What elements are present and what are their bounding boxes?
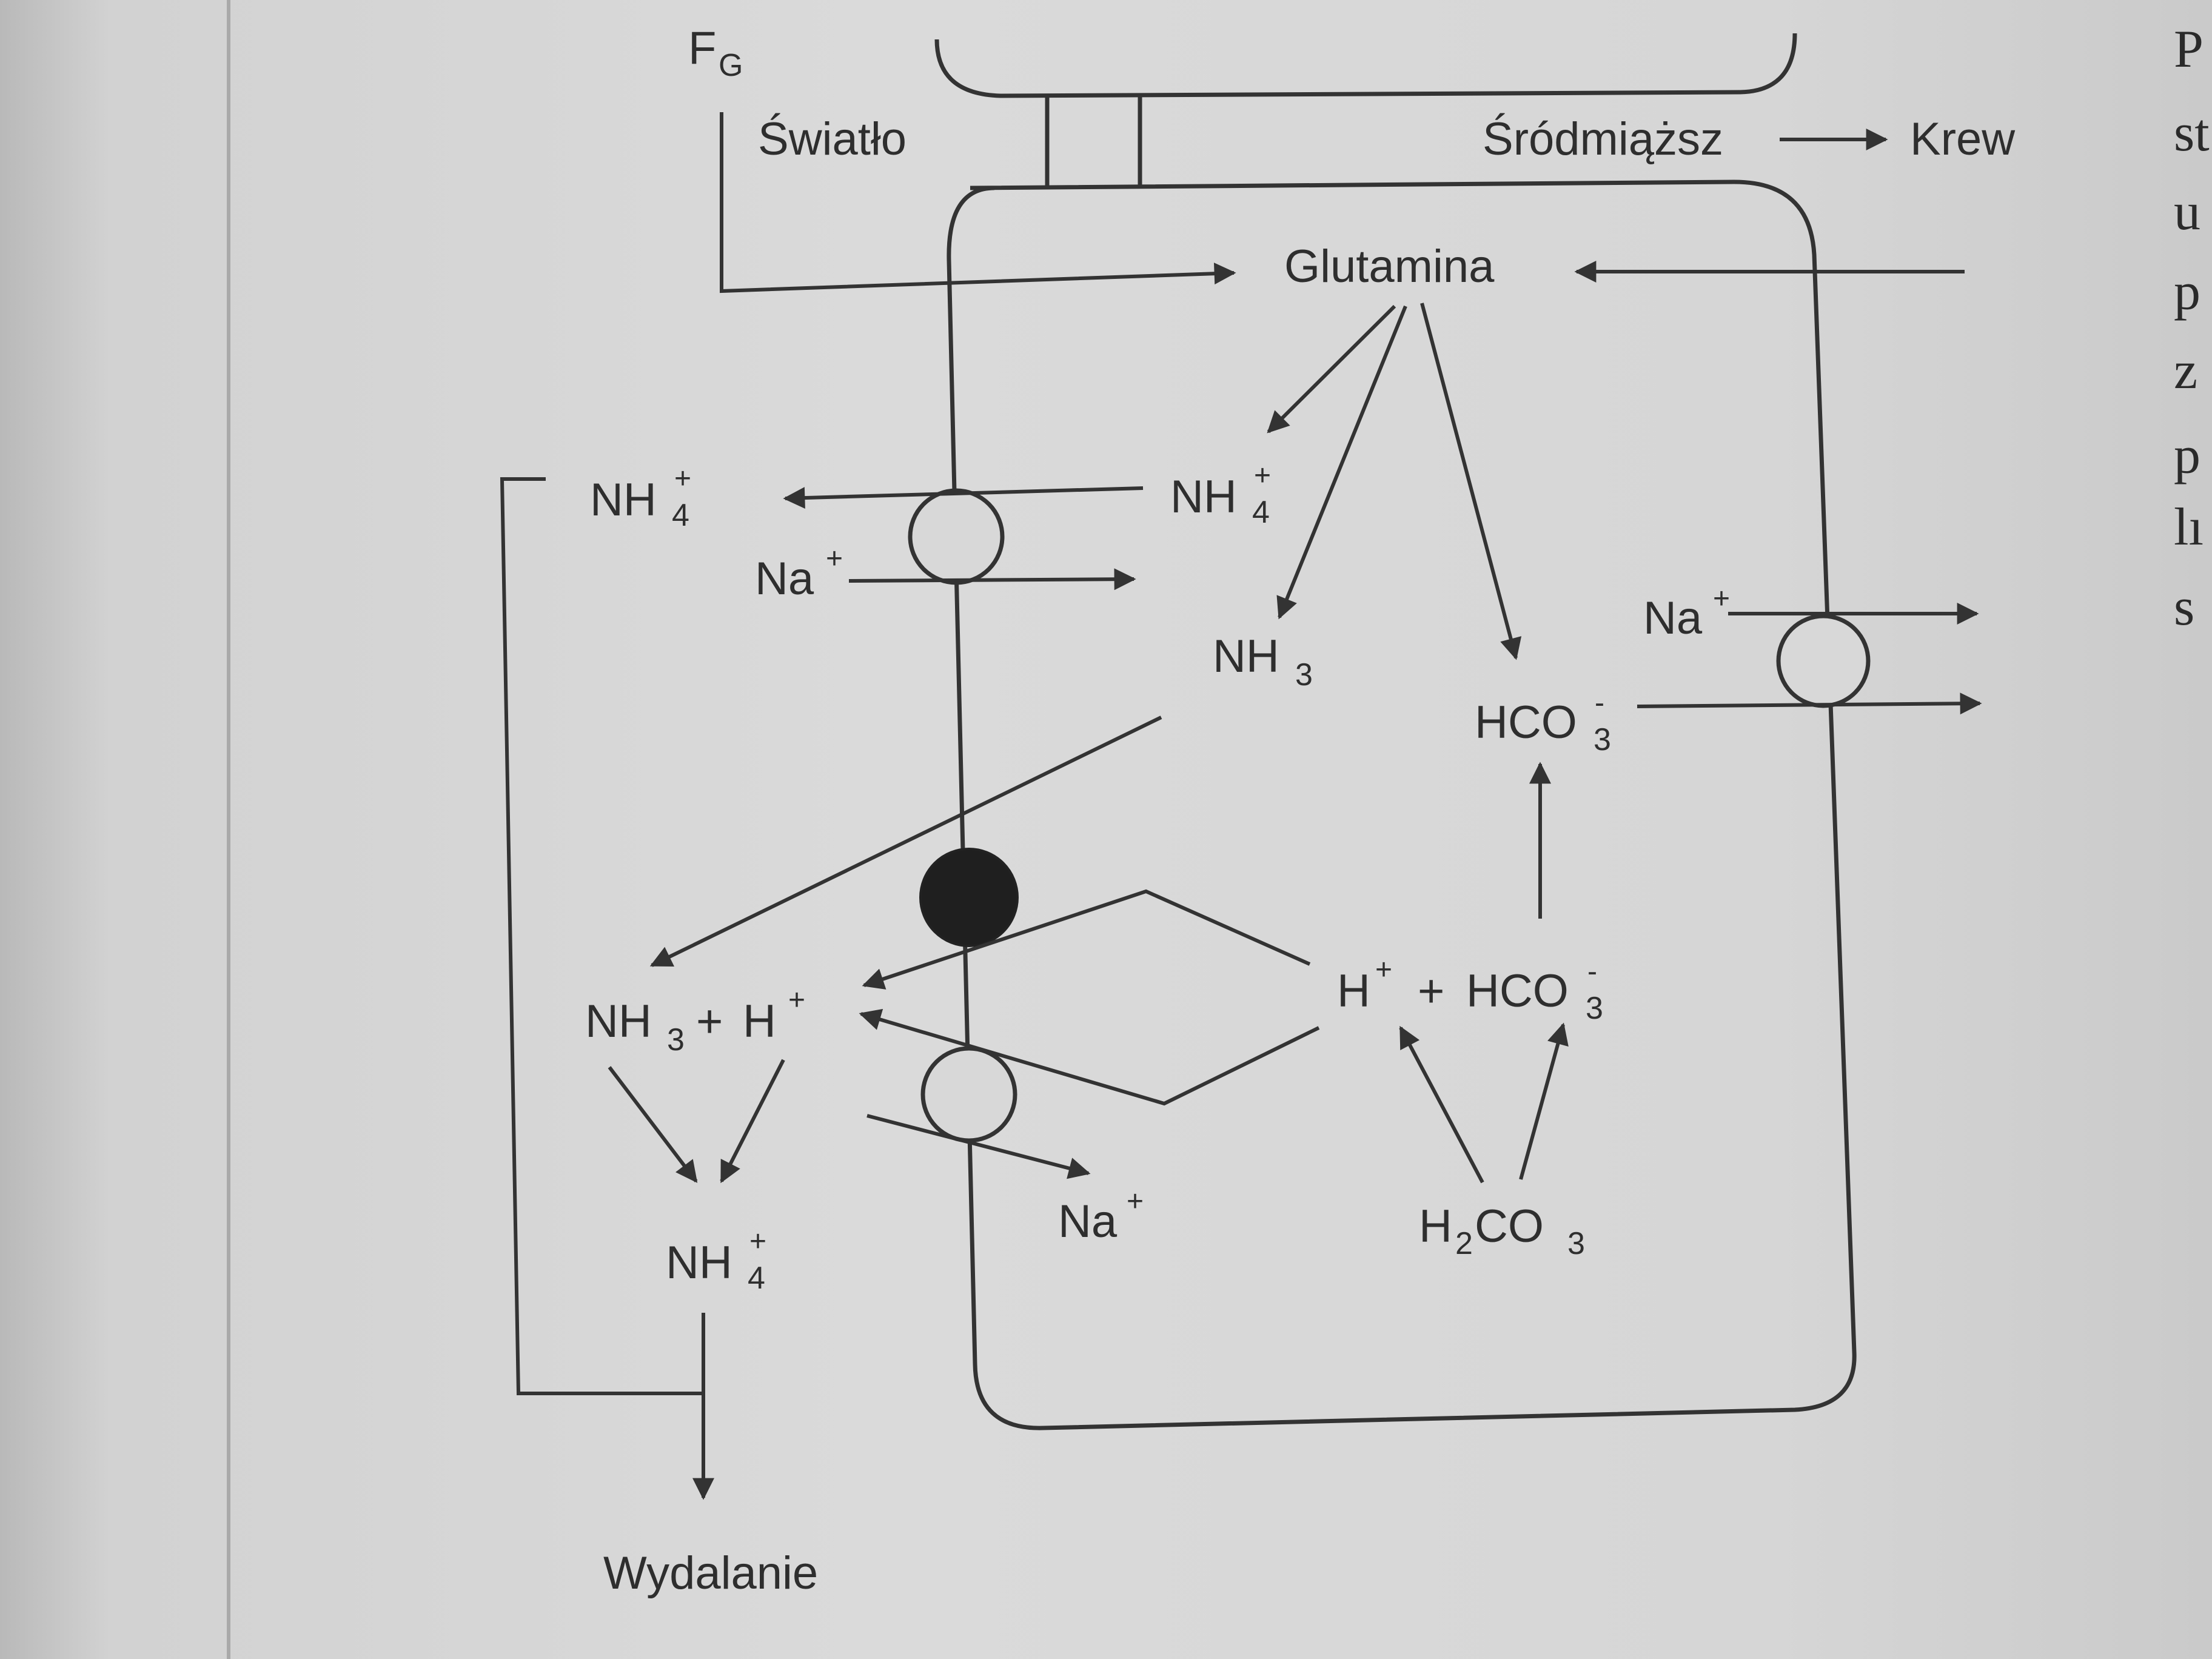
h2co3-subscript-3: 3 [1567,1226,1585,1261]
blood-label: Krew [1910,113,2016,165]
transporter-apical-bottom [920,1046,1017,1143]
arrow-nh4-exit [783,486,1144,509]
cell-membrane [947,179,1857,1430]
proton-pump [919,848,1019,947]
arrow-nh3-diffusion [649,716,1162,967]
h-cell-superscript: + [1375,954,1392,986]
nh4-cell-label: NH [1170,471,1237,523]
side-text-3: p [2174,263,2200,321]
arrow-glutamine-nh4 [1267,304,1396,434]
side-text-7: s [2174,578,2194,637]
nh4-bottom-label: NH [666,1237,732,1289]
na-bottom-superscript: + [1127,1185,1144,1218]
na-bottom-label: Na [1058,1196,1118,1247]
nh4-lumen-label: NH [590,474,657,526]
page-margin-line [227,0,230,1659]
fg-label: F [688,22,716,74]
h2co3-subscript-2: 2 [1455,1226,1473,1261]
arrow-h-to-nh4 [720,1059,785,1184]
arrow-h2co3-h [1399,1025,1484,1184]
nh4-bottom-superscript: + [749,1225,766,1258]
arrow-glutamine-nh3 [1276,305,1407,620]
transporter-apical-top [908,488,1005,585]
h2co3-h-label: H [1419,1201,1452,1252]
side-text-2: u [2174,183,2200,241]
h-hco3-plus-sign: + [1418,965,1444,1017]
lumen-nh4-path [500,477,703,1395]
hco3-cell-superscript: - [1587,956,1597,988]
interstitium-label: Śródmiąższ [1483,113,1723,165]
h-lumen-superscript: + [788,984,805,1016]
arrow-glutamine-hco3 [1420,303,1522,660]
na-right-label: Na [1643,592,1703,644]
excretion-label: Wydalanie [603,1547,818,1599]
side-text-0: P [2174,20,2204,79]
nh3-plus-sign: + [696,996,723,1047]
arrow-na-entry-top [848,568,1136,591]
arrow-nh3-to-nh4 [608,1066,698,1183]
hco3-top-label: HCO [1475,697,1577,748]
transporter-basolateral [1776,614,1871,708]
arrow-hco3-basolateral [1637,692,1982,715]
nh4-lumen-superscript: + [674,463,691,495]
nh4-cell-superscript: + [1254,460,1271,492]
nh3-cell-subscript: 3 [1295,657,1313,692]
side-text-6: lı [2174,498,2204,557]
nh4-cell-subscript: 4 [1252,495,1270,530]
arrow-h2co3-hco3 [1519,1022,1569,1180]
na-top-label: Na [755,553,814,605]
side-text-5: p [2174,426,2200,485]
nh4-bottom-subscript: 4 [748,1261,765,1296]
hco3-top-superscript: - [1595,687,1604,719]
nh3-cell-label: NH [1213,631,1279,682]
hco3-cell-label: HCO [1466,965,1569,1017]
arrow-na-entry-bottom [866,1114,1091,1179]
filtration-arrow [720,112,1236,293]
hco3-cell-subscript: 3 [1586,991,1603,1026]
h-cell-label: H [1337,965,1370,1017]
h-lumen-label: H [743,996,776,1047]
glutamine-label: Glutamina [1284,241,1495,292]
nh3-lumen-label: NH [585,996,652,1047]
apical-bracket [934,33,1797,98]
h2co3-co-label: CO [1475,1201,1544,1252]
arrow-h-pump [862,889,1311,990]
side-text-1: st [2174,104,2210,163]
na-right-superscript: + [1713,583,1730,615]
lumen-label: Światło [758,113,907,165]
hco3-top-subscript: 3 [1594,722,1611,757]
nh4-lumen-subscript: 4 [672,498,689,533]
fg-subscript: G [719,48,743,83]
na-top-superscript: + [826,543,843,575]
nh3-lumen-subscript: 3 [667,1022,685,1057]
arrow-h-exchanger [859,1008,1320,1106]
side-text-4: z [2174,341,2197,400]
